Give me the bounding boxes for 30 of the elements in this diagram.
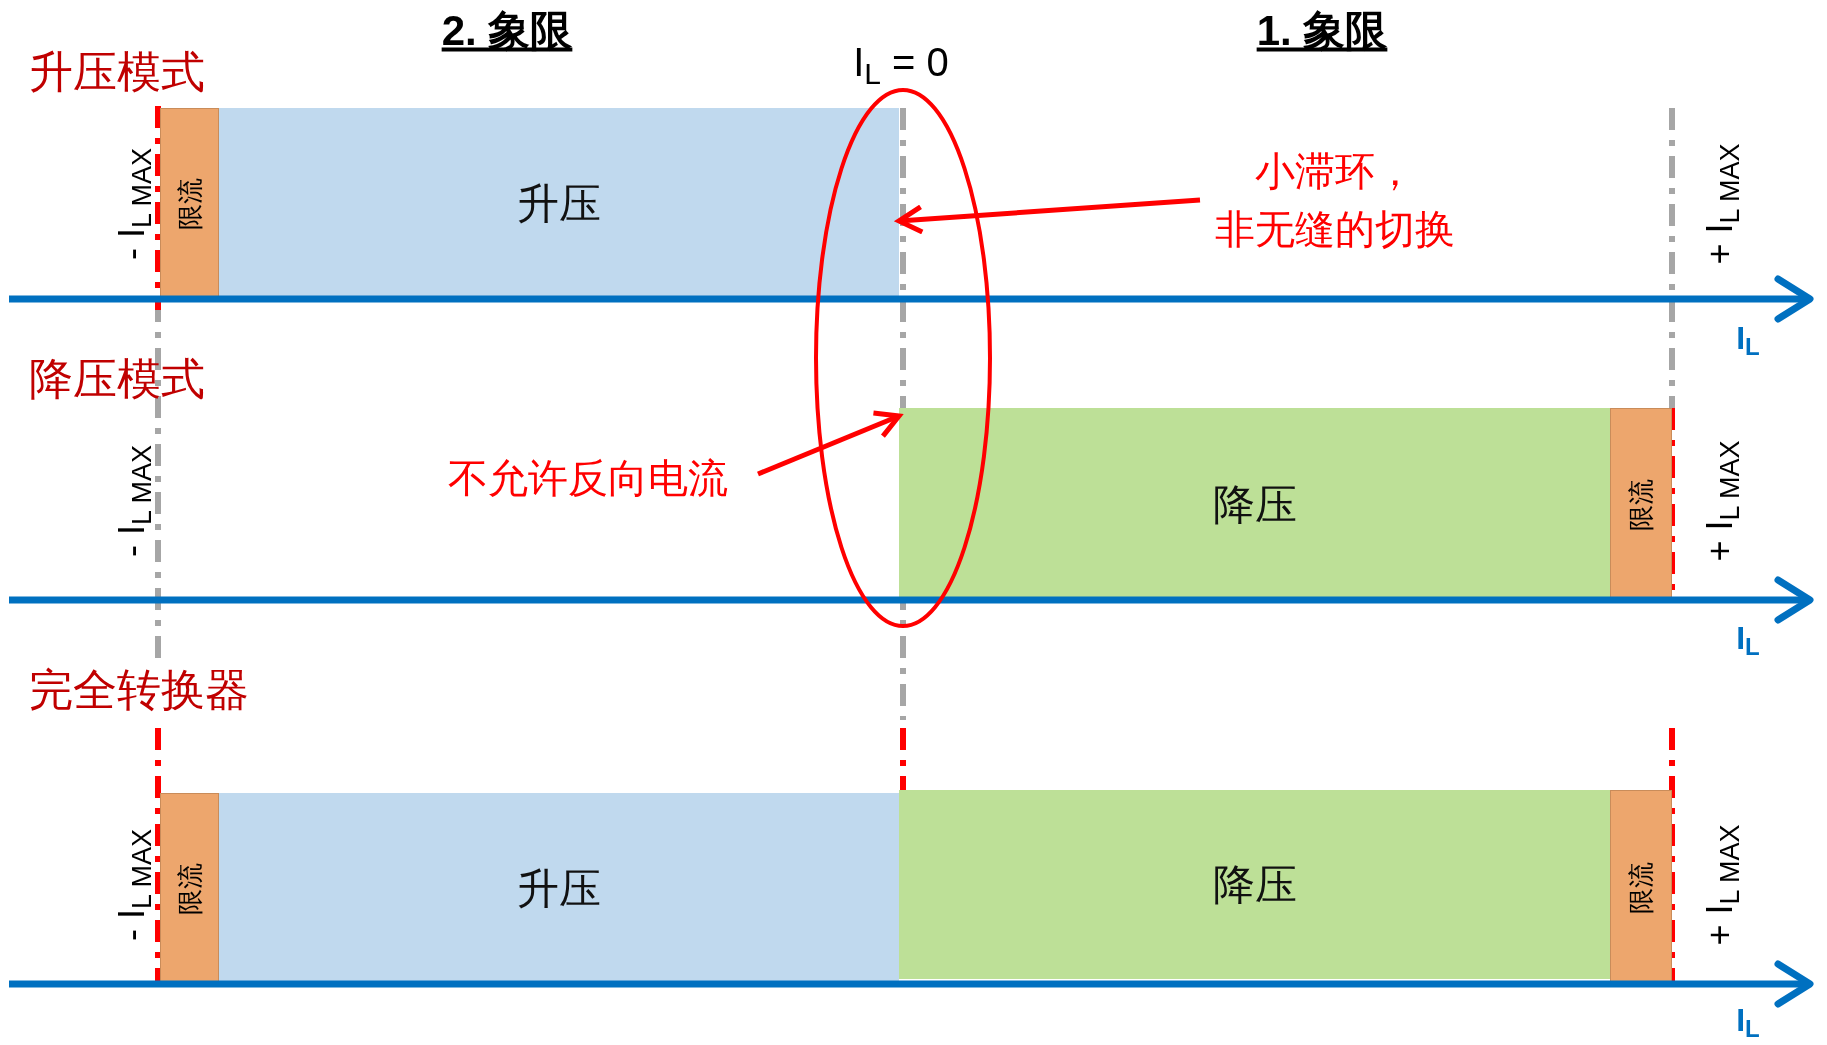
quadrant-title: 1. 象限 (1256, 5, 1388, 56)
mode-title: 完全转换器 (29, 664, 249, 716)
boost-region (219, 108, 899, 299)
region-label: 限流 (173, 862, 205, 915)
buck-region (899, 408, 1610, 600)
annotation-text: 不允许反向电流 (448, 455, 728, 502)
region-label: 升压 (517, 864, 601, 914)
current-limit-region (1610, 408, 1672, 600)
mode-title: 升压模式 (29, 46, 205, 98)
mode-title: 降压模式 (29, 353, 205, 405)
axis-label: I$_{L}$ (1736, 619, 1760, 662)
region-label: 限流 (1624, 478, 1657, 530)
zero-current-label: I$_{L}$ = 0 (853, 39, 949, 92)
quadrant-title: 2. 象限 (441, 5, 573, 56)
current-limit-region (160, 108, 219, 299)
annotation-text: 小滞环， (1255, 148, 1415, 195)
axis-label: I$_{L}$ (1736, 319, 1760, 362)
region-label: 限流 (1624, 861, 1657, 913)
region-label: 降压 (1212, 860, 1297, 910)
axis-label: I$_{L}$ (1736, 1001, 1760, 1044)
region-label: 降压 (1212, 479, 1297, 530)
region-label: 升压 (517, 179, 601, 229)
boost-region (219, 793, 899, 984)
annotation-text: 非无缝的切换 (1215, 206, 1455, 253)
arrow (757, 410, 902, 477)
current-limit-region (160, 793, 219, 984)
buck-region (899, 790, 1610, 979)
current-limit-region (1610, 790, 1672, 984)
arrow (896, 197, 1201, 235)
region-label: 限流 (173, 177, 205, 230)
